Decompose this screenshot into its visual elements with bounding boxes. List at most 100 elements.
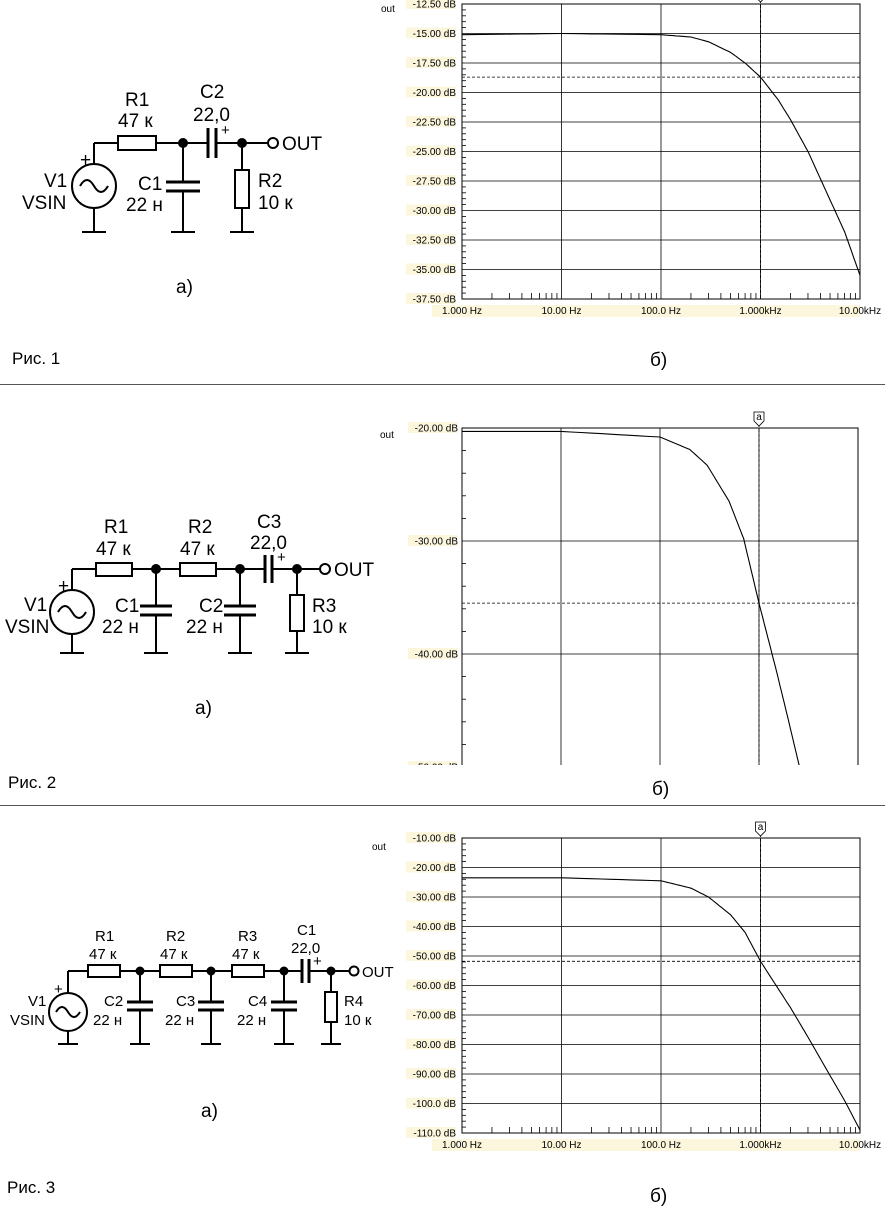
load-value: 10 к [312,617,347,638]
cursor-marker-label: a [758,822,764,833]
x-tick-label: 100.0 Hz [641,306,681,317]
coupling-value: 22,0 [291,940,320,957]
x-tick-label: 100.0 Hz [641,1140,681,1151]
response-curve [461,32,861,276]
figure-label: Рис. 3 [7,1178,56,1197]
y-tick-label: -35.00 dB [413,265,457,276]
response-curve [462,430,800,765]
tick-label-bg [406,57,456,68]
tick-label-bg [408,422,458,433]
load-name: R3 [312,596,336,617]
source-polarity: + [80,150,91,171]
capacitor-c2-name: C2 [199,596,223,617]
capacitor-c1-name: C1 [138,174,162,195]
tick-label-bg [406,175,456,186]
subfigure-a-label: а) [201,1101,218,1122]
capacitor-c2-value: 22 н [186,617,223,638]
load-name: R4 [344,993,363,1010]
figure-2: + V1 VSIN R1 47 к C1 22 н R2 47 к C2 22 … [0,385,885,805]
y-tick-label: -25.00 dB [413,147,457,158]
y-tick-label: -40.00 dB [413,922,457,933]
source-polarity: + [58,576,69,597]
y-tick-label: -110.0 dB [413,1129,456,1140]
source-polarity: + [54,981,63,998]
source-type: VSIN [22,193,66,214]
y-tick-label: -20.00 dB [415,424,459,435]
output-label: OUT [362,964,394,981]
tick-label-bg [406,263,456,275]
cursor-marker [757,0,764,3]
resistor-r3-name: R3 [238,928,257,945]
coupling-name: C3 [257,512,281,533]
source-type: VSIN [5,617,49,638]
x-tick-label: 10.00 Hz [541,1140,581,1151]
series-label: out [372,842,386,853]
figure-label: Рис. 1 [12,349,61,368]
divider [0,384,885,385]
output-terminal [267,137,279,149]
figure-1: + V1 VSIN R1 47 к C1 22 н + C2 22,0 R2 1… [0,0,885,385]
tick-label-bg [406,920,456,932]
capacitor-c4-value: 22 н [237,1012,266,1029]
source-type: VSIN [10,1012,45,1029]
sine-wave-icon [79,179,109,193]
capacitor-c1-name: C1 [115,596,139,617]
y-tick-label: -30.00 dB [413,206,457,217]
y-tick-label: -70.00 dB [413,1011,457,1022]
tick-label-bg [406,979,456,991]
y-tick-label: -20.00 dB [413,863,457,874]
load-value: 10 к [344,1012,372,1029]
y-tick-label: -27.50 dB [413,177,457,188]
resistor-r1-value: 47 к [89,946,117,963]
resistor-r1-name: R1 [104,517,128,538]
tick-label-bg [406,1127,456,1138]
capacitor-c3-name: C3 [176,993,195,1010]
capacitor-c2-name: C2 [104,993,123,1010]
y-tick-label: -100.0 dB [413,1099,457,1110]
resistor-r3-value: 47 к [232,946,260,963]
coupling-value: 22,0 [250,533,287,554]
tick-label-bg [408,648,458,659]
capacitor-c2-value: 22 н [93,1012,122,1029]
tick-label-bg [406,832,456,843]
y-tick-label: -80.00 dB [413,1040,457,1051]
output-label: OUT [334,560,375,581]
capacitor-c3-value: 22 н [165,1012,194,1029]
tick-label-bg [406,27,456,39]
tick-label-bg [406,234,456,245]
tick-label-bg [406,145,456,157]
x-tick-label: 1.000 Hz [442,1140,482,1151]
source-name: V1 [28,993,46,1010]
tick-label-bg [406,1009,456,1020]
tick-label-bg [406,1068,456,1079]
y-tick-label: -15.00 dB [413,29,457,40]
x-tick-label: 1.000 Hz [442,306,482,317]
cursor-marker-tag [757,0,764,3]
y-tick-label: -90.00 dB [413,1070,457,1081]
y-tick-label: -32.50 dB [413,236,457,247]
y-tick-label: -50.00 dB [415,763,459,766]
tick-label-bg [406,1097,456,1109]
subfigure-a-label: а) [195,698,212,719]
capacitor-c4-name: C4 [248,993,267,1010]
source-name: V1 [24,595,47,616]
coupling-name: C1 [297,922,316,939]
y-tick-label: -30.00 dB [413,893,457,904]
resistor-r1-name: R1 [95,928,114,945]
coupling-name: C2 [200,82,224,103]
tick-label-bg [408,761,458,765]
y-tick-label: -40.00 dB [415,650,459,661]
cursor-marker: a [753,411,765,427]
output-label: OUT [282,134,323,155]
response-curve [462,877,861,1131]
sine-wave-icon [57,605,87,619]
x-tick-label: 1.000kHz [739,1140,781,1151]
x-tick-label: 10.00 Hz [541,306,581,317]
tick-label-bg [406,0,456,9]
subfigure-b-label: б) [650,1186,668,1207]
frequency-response-chart-1: -12.50 dB-15.00 dB-17.50 dB-20.00 dB-22.… [381,0,881,317]
cursor-marker-tag [755,821,766,837]
coupling-value: 22,0 [193,105,230,126]
y-tick-label: -50.00 dB [413,952,457,963]
resistor-r2-value: 47 к [180,539,215,560]
